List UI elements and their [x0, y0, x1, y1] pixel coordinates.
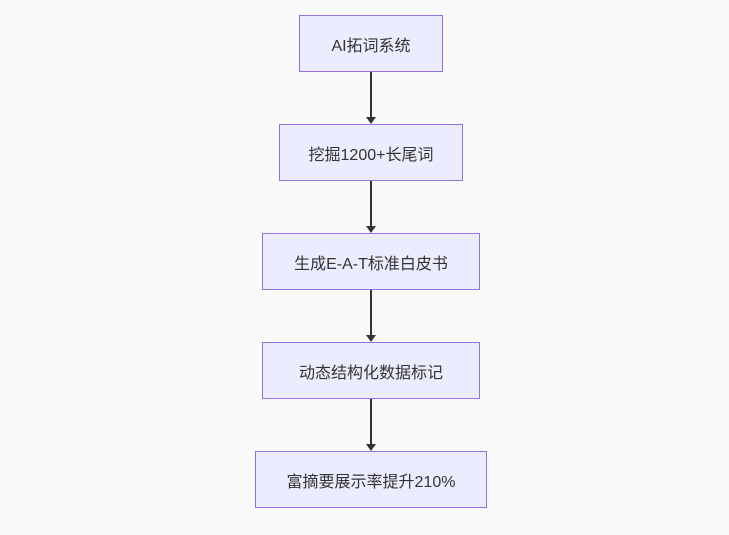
arrowhead-down-icon [366, 117, 376, 124]
flow-node-label: AI拓词系统 [331, 37, 411, 55]
arrowhead-down-icon [366, 335, 376, 342]
flow-node-label: 动态结构化数据标记 [298, 364, 443, 382]
arrow-line [370, 181, 372, 226]
arrowhead-down-icon [366, 444, 376, 451]
flow-node-label: 生成E-A-T标准白皮书 [294, 255, 448, 273]
flow-node-ai-word-system: AI拓词系统 [299, 15, 443, 72]
arrowhead-down-icon [366, 226, 376, 233]
arrow-line [370, 399, 372, 444]
flow-edge-4 [365, 399, 377, 451]
flow-node-longtail-mining: 挖掘1200+长尾词 [279, 124, 463, 181]
flow-node-eat-whitepaper: 生成E-A-T标准白皮书 [262, 233, 480, 290]
flow-node-rich-snippet-result: 富摘要展示率提升210% [255, 451, 487, 508]
flow-edge-3 [365, 290, 377, 342]
flow-node-label: 富摘要展示率提升210% [286, 473, 456, 491]
flow-node-label: 挖掘1200+长尾词 [308, 146, 434, 164]
flow-edge-2 [365, 181, 377, 233]
arrow-line [370, 290, 372, 335]
arrow-line [370, 72, 372, 117]
flow-edge-1 [365, 72, 377, 124]
flow-node-structured-data: 动态结构化数据标记 [262, 342, 480, 399]
